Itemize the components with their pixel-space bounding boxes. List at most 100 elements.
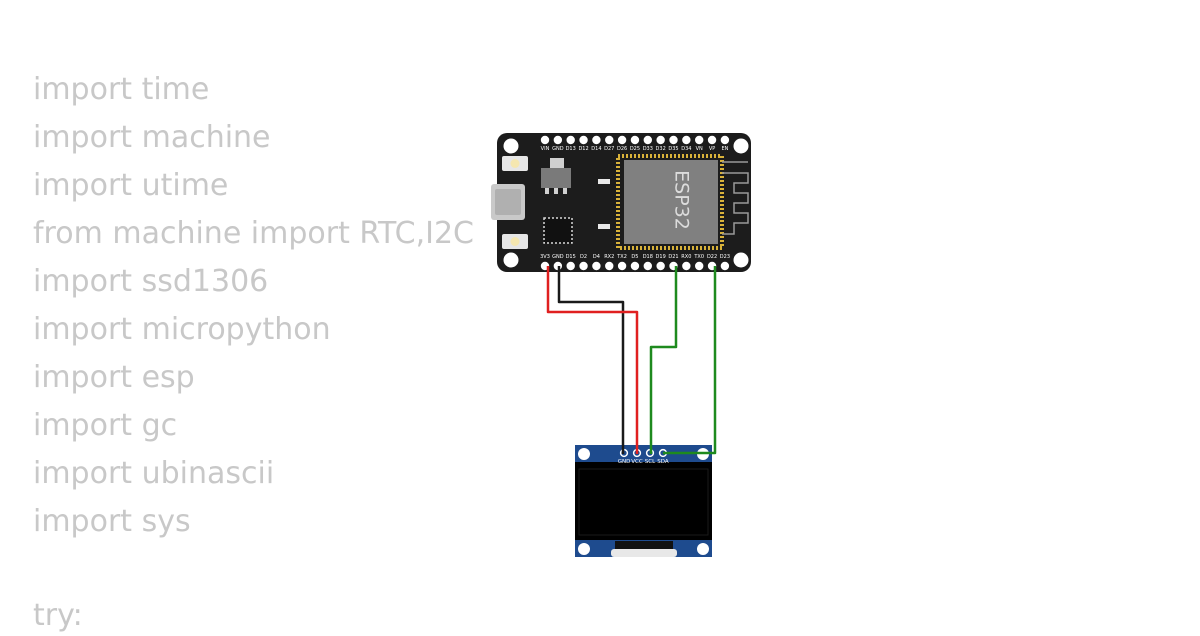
smd-component — [598, 224, 610, 229]
usb-port-inner — [495, 189, 521, 215]
esp32-chip-label: ESP32 — [671, 170, 693, 230]
esp32-pin-label: D5 — [631, 254, 638, 260]
esp32-chip-shield — [624, 160, 718, 244]
oled-pin-label: VCC — [631, 459, 643, 465]
esp32-pin-label: D25 — [630, 146, 640, 152]
esp32-module: ESP32 — [616, 154, 749, 250]
esp32-pin-label: VIN — [541, 146, 550, 152]
code-line: from machine import RTC,I2C — [33, 216, 474, 251]
esp32-pin-rx2[interactable] — [605, 261, 614, 271]
mount-hole — [578, 448, 590, 460]
regulator-tab — [550, 158, 564, 168]
esp32-pin-d23[interactable] — [720, 261, 730, 271]
esp32-pin-label: D22 — [707, 254, 717, 260]
esp32-pin-label: D13 — [566, 146, 576, 152]
esp32-pin-label: VN — [696, 146, 703, 152]
wire-vcc[interactable] — [546, 266, 639, 454]
esp32-pin-label: D27 — [604, 146, 614, 152]
esp32-pin-label: TX2 — [616, 254, 627, 260]
code-line: import ssd1306 — [33, 264, 269, 299]
oled-pin-label: SDA — [657, 459, 669, 465]
esp32-pin-d33[interactable] — [643, 135, 652, 145]
mount-hole — [733, 138, 749, 154]
esp32-pin-d14[interactable] — [592, 135, 601, 145]
esp32-pin-label: 3V3 — [540, 254, 550, 260]
esp32-pin-label: TX0 — [693, 254, 704, 260]
esp32-pin-label: VP — [709, 146, 715, 152]
esp32-pin-d32[interactable] — [656, 135, 665, 145]
esp32-pin-gnd[interactable] — [553, 135, 563, 145]
mount-hole — [503, 138, 519, 154]
esp32-pin-label: D26 — [617, 146, 627, 152]
esp32-pin-d25[interactable] — [630, 135, 640, 145]
esp32-pin-d27[interactable] — [605, 135, 614, 145]
esp32-pin-d12[interactable] — [579, 135, 588, 145]
voltage-regulator — [541, 168, 571, 188]
esp32-pin-d13[interactable] — [566, 135, 575, 145]
esp32-pin-label: D2 — [580, 254, 587, 260]
esp32-pin-label: EN — [721, 146, 728, 152]
esp32-pin-label: D4 — [593, 254, 600, 260]
esp32-pin-d18[interactable] — [643, 261, 652, 271]
oled-pin-label: SCL — [645, 459, 656, 465]
esp32-pin-label: D15 — [566, 254, 576, 260]
code-line: import sys — [33, 504, 191, 539]
antenna-trace — [722, 161, 749, 235]
esp32-pin-label: D19 — [656, 254, 666, 260]
oled-ribbon — [615, 541, 673, 552]
esp32-pin-vp[interactable] — [707, 135, 717, 145]
esp32-pin-d26[interactable] — [617, 135, 627, 145]
code-line: import gc — [33, 408, 178, 443]
esp32-pin-d34[interactable] — [682, 135, 691, 145]
esp32-pin-label: D18 — [643, 254, 653, 260]
oled-ribbon-clip — [611, 549, 677, 557]
esp32-pin-d19[interactable] — [656, 261, 665, 271]
reset-button-cap — [510, 237, 520, 246]
code-line: import esp — [33, 360, 195, 395]
esp32-pin-vn[interactable] — [695, 135, 704, 145]
mount-hole — [733, 252, 749, 268]
code-line: import time — [33, 72, 210, 107]
mount-hole — [697, 543, 709, 555]
esp32-pin-label: GND — [552, 254, 564, 260]
mount-hole — [503, 252, 519, 268]
esp32-pin-label: D33 — [643, 146, 653, 152]
esp32-pin-tx2[interactable] — [617, 261, 627, 271]
esp32-pin-label: D21 — [668, 254, 678, 260]
esp32-pin-d35[interactable] — [669, 135, 678, 145]
boot-button-cap — [510, 159, 520, 168]
esp32-pin-label: D35 — [668, 146, 678, 152]
esp32-pin-label: GND — [552, 146, 564, 152]
esp32-pin-rx0[interactable] — [682, 261, 691, 271]
esp32-pin-label: D34 — [681, 146, 691, 152]
code-line: import micropython — [33, 312, 331, 347]
esp32-pin-label: D14 — [591, 146, 601, 152]
esp32-pin-label: RX0 — [681, 254, 691, 260]
code-line-try: try: — [33, 598, 83, 633]
oled-pin-label: GND — [618, 459, 631, 465]
usb-uart-chip — [543, 217, 573, 244]
esp32-pin-d5[interactable] — [630, 261, 640, 271]
wire-gnd[interactable] — [557, 266, 625, 454]
esp32-pin-en[interactable] — [720, 135, 730, 145]
code-line: import ubinascii — [33, 456, 275, 491]
esp32-pin-d15[interactable] — [566, 261, 575, 271]
wire-scl[interactable] — [649, 266, 678, 454]
oled-screen — [578, 468, 709, 536]
esp32-pin-label: D23 — [720, 254, 730, 260]
esp32-pin-label: D12 — [578, 146, 588, 152]
esp32-pin-label: RX2 — [604, 254, 614, 260]
esp32-pin-d4[interactable] — [592, 261, 601, 271]
esp32-pin-tx0[interactable] — [695, 261, 704, 271]
esp32-pin-d2[interactable] — [579, 261, 588, 271]
esp32-pin-vin[interactable] — [540, 135, 550, 145]
wires — [546, 266, 717, 455]
wire-sda[interactable] — [663, 266, 717, 455]
esp32-pin-label: D32 — [656, 146, 666, 152]
